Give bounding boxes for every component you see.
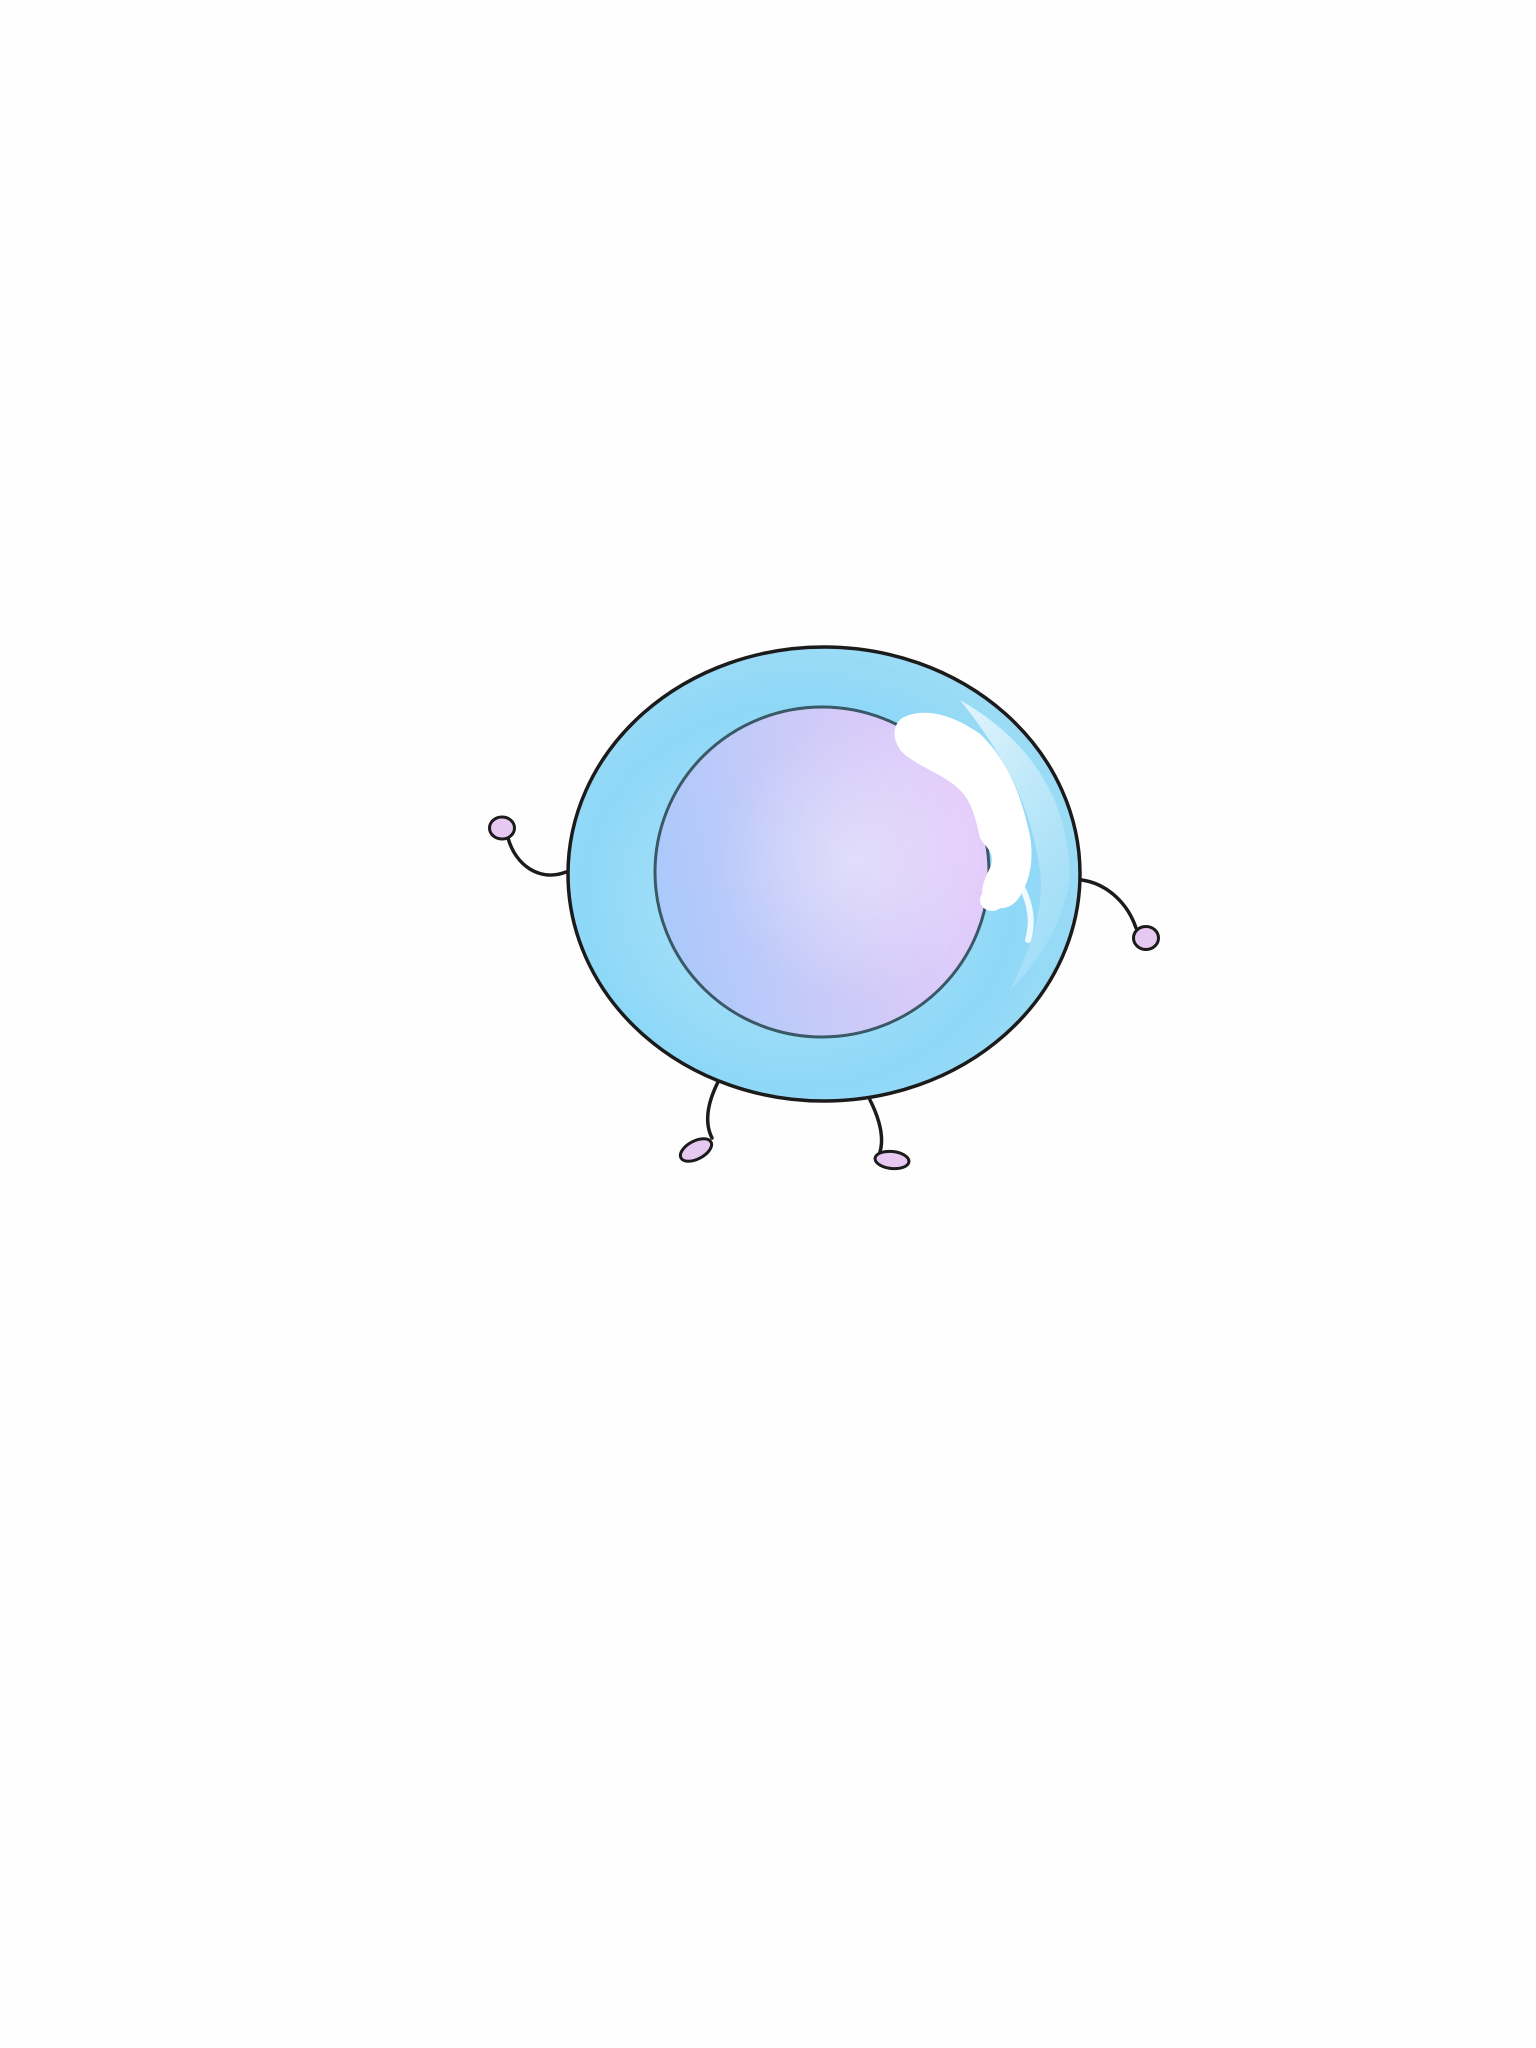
glare-highlight bbox=[894, 712, 1032, 909]
left-hand bbox=[488, 815, 516, 841]
rim-highlight bbox=[960, 700, 1070, 990]
right-leg bbox=[868, 1098, 884, 1154]
left-leg bbox=[705, 1080, 720, 1140]
glare-streak bbox=[1015, 877, 1034, 943]
right-arm bbox=[1080, 878, 1138, 930]
glare-dot bbox=[980, 889, 1004, 911]
right-hand bbox=[1132, 925, 1160, 951]
right-foot bbox=[873, 1149, 911, 1171]
left-arm bbox=[506, 836, 568, 877]
inner-shine bbox=[700, 720, 980, 1000]
left-foot bbox=[678, 1137, 714, 1163]
